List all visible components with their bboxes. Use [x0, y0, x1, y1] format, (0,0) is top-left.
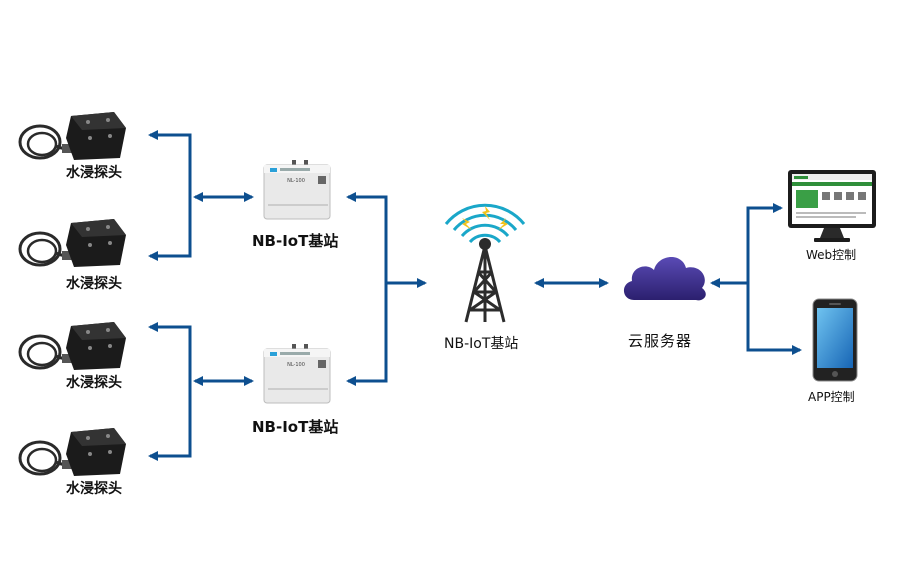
- sensor-3: [16, 318, 134, 384]
- link-sensor2: [148, 197, 192, 261]
- sensor-2: [16, 215, 134, 281]
- link-app: [746, 283, 802, 355]
- water-immersion-sensor-icon: [18, 219, 126, 267]
- water-immersion-sensor-icon: [18, 428, 126, 476]
- gateway-1-label: NB-IoT基站: [252, 232, 339, 250]
- cloud: [620, 248, 710, 308]
- radio-tower-icon: [444, 203, 526, 323]
- smartphone-icon: [812, 298, 858, 382]
- gateway-2: NL-100: [262, 344, 334, 410]
- gateway-device-icon: NL-100: [263, 160, 331, 220]
- gateway-device-icon: NL-100: [263, 344, 331, 404]
- app-client: [812, 298, 858, 386]
- svg-text:NL-100: NL-100: [287, 362, 305, 368]
- link-gateway2: [346, 283, 388, 386]
- svg-text:NL-100: NL-100: [287, 178, 305, 184]
- web-control-label: Web控制: [806, 248, 857, 262]
- web-client: [786, 168, 878, 248]
- tower-label: NB-IoT基站: [444, 336, 519, 352]
- gateway-1: NL-100: [262, 160, 334, 226]
- link-sensor4: [148, 381, 192, 461]
- link-sensor1: [148, 130, 192, 197]
- sensor-2-label: 水浸探头: [66, 276, 122, 292]
- tower: [430, 196, 540, 330]
- link-gateway1: [346, 192, 388, 283]
- water-immersion-sensor-icon: [18, 112, 126, 160]
- sensor-1-label: 水浸探头: [66, 165, 122, 181]
- app-control-label: APP控制: [808, 390, 855, 404]
- desktop-monitor-icon: [788, 170, 876, 242]
- sensor-3-label: 水浸探头: [66, 375, 122, 391]
- cloud-icon: [623, 256, 706, 301]
- link-sensor3: [148, 322, 192, 381]
- sensor-4: [16, 424, 134, 490]
- sensor-1: [16, 108, 134, 174]
- link-web: [746, 203, 783, 283]
- sensor-4-label: 水浸探头: [66, 481, 122, 497]
- gateway-2-label: NB-IoT基站: [252, 418, 339, 436]
- water-immersion-sensor-icon: [18, 322, 126, 370]
- cloud-label: 云服务器: [628, 332, 693, 350]
